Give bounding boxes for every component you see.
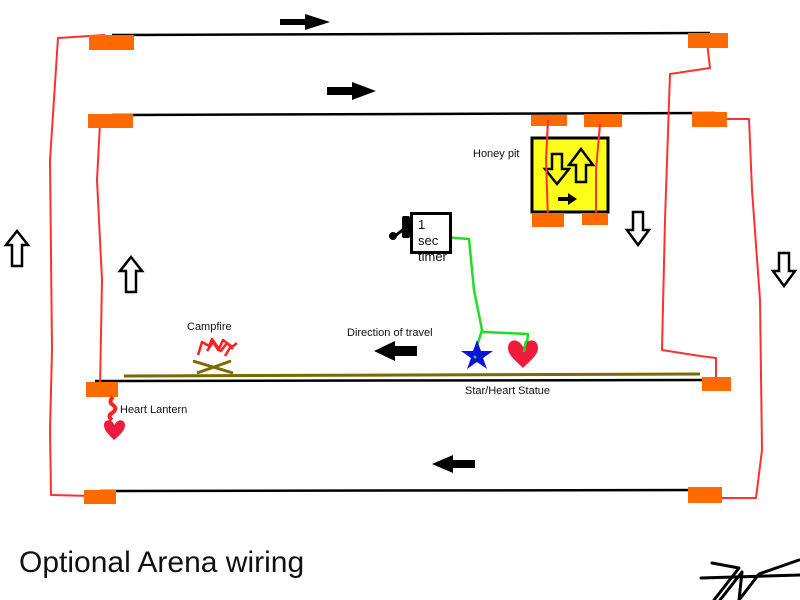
statue-label: Star/Heart Statue xyxy=(465,385,550,397)
pad xyxy=(84,490,116,504)
signature-icon xyxy=(699,558,800,600)
heart-lantern xyxy=(104,395,125,440)
track-top-outer xyxy=(111,31,711,37)
page-title: Optional Arena wiring xyxy=(19,546,305,579)
pad xyxy=(89,35,134,50)
pad xyxy=(688,487,722,503)
wires xyxy=(49,34,763,499)
honey-pit xyxy=(530,119,610,227)
timer-label-line2: timer xyxy=(418,249,447,264)
wire-right-outer xyxy=(707,118,763,499)
honey-pit-wire xyxy=(595,123,601,216)
signal-wire xyxy=(442,235,484,357)
honey-pit-label: Honey pit xyxy=(473,148,520,160)
star-icon xyxy=(461,340,493,369)
wire-left-outer xyxy=(49,34,106,497)
wire-left-inner xyxy=(96,122,103,389)
campfire-label: Campfire xyxy=(187,321,232,333)
arrow-up-outline-icon xyxy=(3,228,31,268)
honey-pit-wire xyxy=(544,119,549,221)
heart-lantern-label: Heart Lantern xyxy=(120,404,188,416)
pad xyxy=(702,377,731,391)
wire-right-inner xyxy=(661,41,717,383)
lever-switch-icon xyxy=(389,216,410,240)
pad xyxy=(584,114,622,127)
signal-wire xyxy=(522,340,528,353)
arrow-right-icon xyxy=(327,82,376,100)
signal-wire xyxy=(473,355,477,359)
campfire-icon xyxy=(192,337,238,375)
timer-label-line1: 1 sec xyxy=(418,217,439,248)
arrow-left-icon xyxy=(432,455,475,473)
arrow-down-outline-icon xyxy=(542,152,572,187)
arrow-right-icon xyxy=(280,14,330,30)
arrow-left-icon xyxy=(374,341,417,361)
arrow-right-icon xyxy=(558,193,577,205)
arrow-up-outline-icon xyxy=(566,146,596,184)
track-bottom xyxy=(99,488,721,493)
direction-of-travel-label: Direction of travel xyxy=(347,327,433,339)
pad xyxy=(582,213,608,225)
direction-arrows xyxy=(280,14,475,473)
track-top-inner xyxy=(111,111,716,117)
pad xyxy=(532,213,564,227)
arrow-up-outline-icon xyxy=(117,254,145,294)
pad xyxy=(86,382,118,397)
pad xyxy=(692,112,727,127)
track-middle xyxy=(94,378,706,383)
pad xyxy=(88,114,133,128)
outline-arrows xyxy=(3,210,798,294)
heart-icon xyxy=(508,340,538,368)
pad xyxy=(688,33,728,48)
pad xyxy=(531,115,567,126)
statue-track xyxy=(123,372,701,378)
heart-icon xyxy=(104,420,125,440)
timer-box: 1 sec timer xyxy=(410,212,452,264)
arrow-down-outline-icon xyxy=(624,210,652,248)
pads xyxy=(84,33,731,504)
tracks xyxy=(94,31,721,493)
arrow-down-outline-icon xyxy=(770,251,798,289)
